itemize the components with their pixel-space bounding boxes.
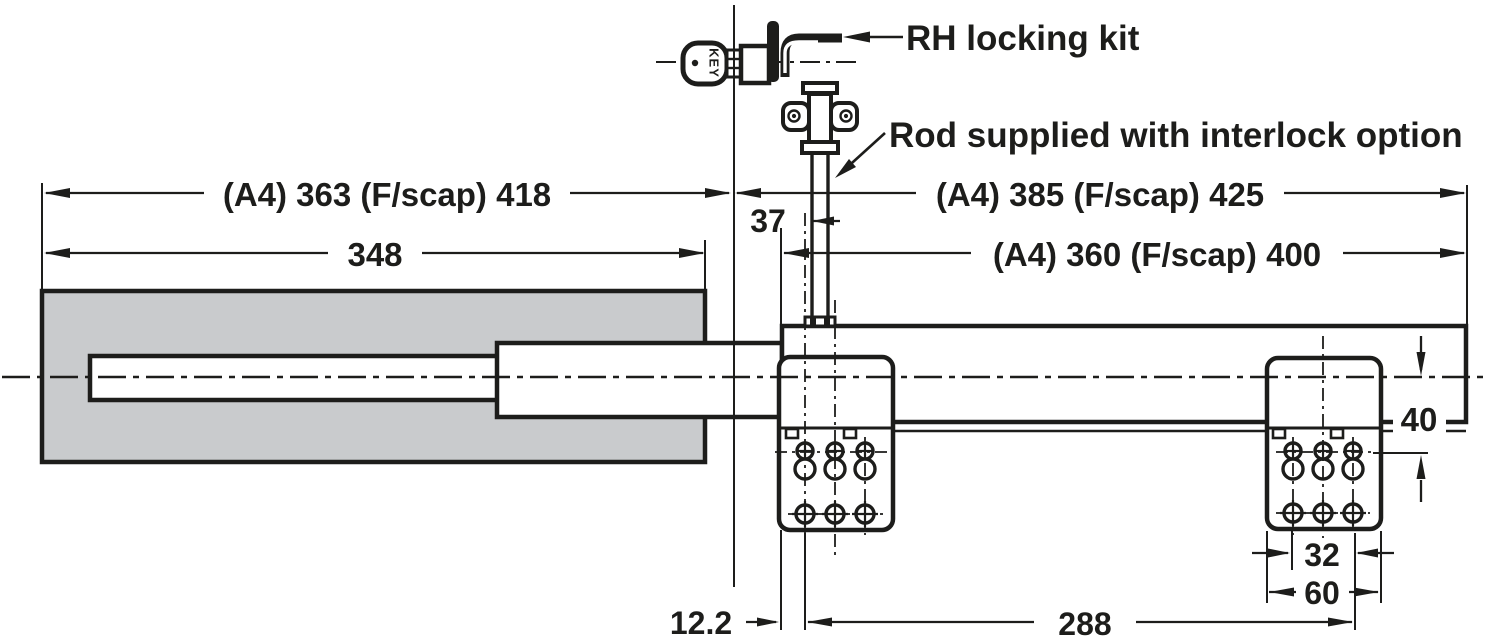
dim-label-60: 60	[1304, 575, 1340, 611]
arrowhead	[44, 248, 70, 258]
arrowhead	[757, 617, 779, 627]
annotation-rod-supplied: Rod supplied with interlock option	[889, 116, 1463, 155]
rod-foot-nub	[824, 317, 830, 326]
arrowhead	[835, 159, 856, 178]
dim-label-overall-right: (A4) 385 (F/scap) 425	[936, 176, 1264, 213]
bracket-notch	[842, 427, 858, 440]
label-leaders	[835, 31, 903, 178]
arrowhead	[735, 188, 761, 198]
arrowhead	[705, 188, 731, 198]
dim-label-288: 288	[1058, 606, 1111, 642]
arrowhead	[1356, 548, 1378, 558]
centerlines	[2, 213, 1486, 558]
dim-label-32: 32	[1304, 537, 1340, 573]
extension-lines	[41, 5, 1468, 630]
left-mounting-bracket	[776, 354, 896, 533]
interlock-rod-assembly	[781, 81, 859, 328]
clamp-screw-dot	[843, 113, 849, 119]
arrowhead	[843, 31, 870, 43]
dim-label-360: (A4) 360 (F/scap) 400	[993, 236, 1321, 273]
rod-clamp-column	[807, 92, 833, 144]
arrowhead	[44, 188, 70, 198]
arrowhead	[1416, 455, 1426, 479]
right-mounting-bracket	[1264, 355, 1384, 532]
arrowhead	[1268, 548, 1290, 558]
lock-cam-post	[767, 21, 779, 82]
rod-foot-nub	[810, 317, 816, 326]
key-hole-dot	[691, 59, 699, 67]
text-masks	[204, 176, 1446, 639]
annotation-rh-locking-kit: RH locking kit	[906, 19, 1140, 58]
lock-cylinder-body	[738, 43, 772, 86]
rod-foot	[803, 315, 837, 328]
key-label: KEY	[707, 48, 722, 78]
arrowhead	[1328, 617, 1353, 627]
rod-top-plate	[801, 81, 839, 95]
arrowhead	[1354, 587, 1379, 597]
arrowhead	[807, 617, 832, 627]
dim-label-122: 12.2	[670, 605, 732, 641]
bracket-notch	[1271, 427, 1287, 440]
dim-label-37: 37	[750, 203, 786, 239]
arrowhead	[1440, 248, 1466, 258]
dim-label-40: 40	[1401, 401, 1438, 438]
dim-label-348: 348	[347, 236, 402, 273]
bracket-notch	[1329, 427, 1345, 440]
bracket-notch	[784, 427, 800, 440]
arrowhead	[1440, 188, 1466, 198]
arrowhead	[679, 248, 705, 258]
dim-label-overall-left: (A4) 363 (F/scap) 418	[223, 176, 551, 213]
dimension-lines	[44, 188, 1466, 627]
intermediate-slide-member	[494, 340, 785, 420]
arrowhead	[1416, 352, 1426, 376]
lock-and-key: KEY	[656, 21, 860, 87]
arrowhead	[1269, 587, 1294, 597]
arrowhead	[812, 216, 834, 226]
lock-cam-arm-inner	[783, 40, 818, 73]
rod-collar	[800, 140, 840, 155]
arrowhead	[783, 248, 809, 258]
clamp-screw-dot	[791, 113, 797, 119]
